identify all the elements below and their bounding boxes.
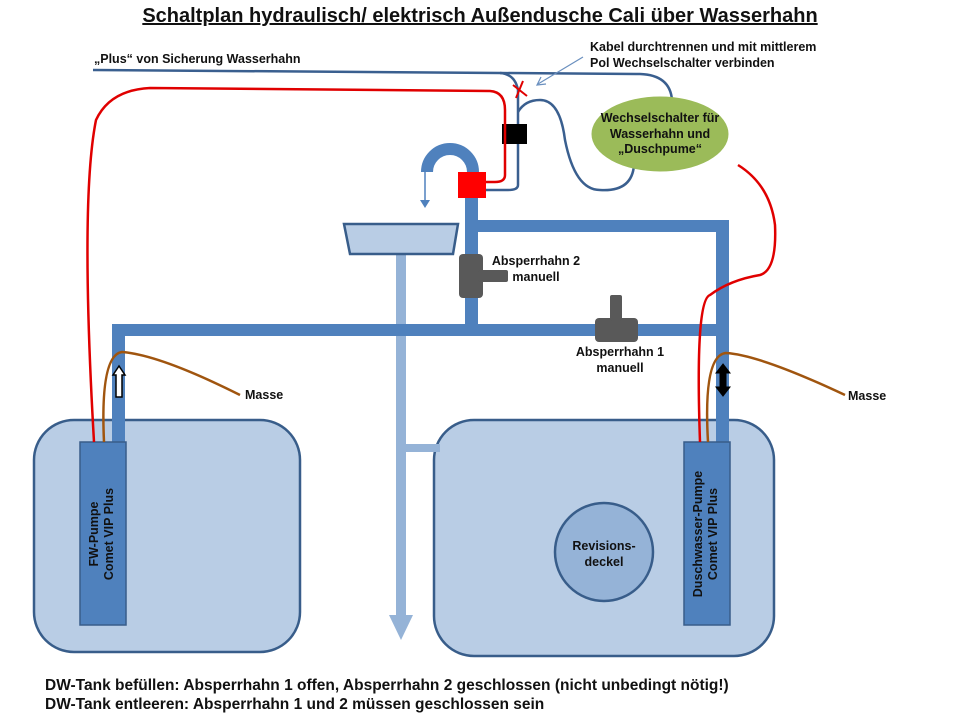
water-flow-arrow <box>420 172 430 208</box>
inspection-cover-label-line2: deckel <box>584 555 624 569</box>
valve2-label-line1: Absperrhahn 2 <box>491 254 581 268</box>
cable-note: Kabel durchtrennen und mit mittlerem Pol… <box>590 40 816 71</box>
plus-wire-red <box>86 86 777 443</box>
inspection-cover <box>553 501 655 603</box>
fresh-water-pump-label-line2: Comet VIP Plus <box>102 487 116 581</box>
changeover-switch[interactable] <box>591 96 729 172</box>
cable-note-line2: Pol Wechselschalter verbinden <box>590 55 775 70</box>
flow-up-arrow-icon <box>111 364 127 398</box>
shower-water-pump-label-line2: Comet VIP Plus <box>706 487 720 581</box>
note-fill: DW-Tank befüllen: Absperrhahn 1 offen, A… <box>45 677 729 694</box>
ground-label-right: Masse <box>848 389 887 403</box>
shower-water-pump-label: Duschwasser-Pumpe Comet VIP Plus <box>691 444 723 624</box>
fresh-water-tank <box>32 418 302 654</box>
switch-label: Wechselschalter für Wasserhahn und „Dusc… <box>592 111 728 158</box>
fresh-water-pump-label-line1: FW-Pumpe <box>87 501 101 567</box>
shower-water-pump-label-line1: Duschwasser-Pumpe <box>691 470 705 598</box>
valve1-label-line2: manuell <box>596 360 644 375</box>
plus-source-label: „Plus“ von Sicherung Wasserhahn <box>94 52 301 66</box>
page-title: Schaltplan hydraulisch/ elektrisch Außen… <box>142 5 818 27</box>
ground-wire <box>102 350 846 443</box>
pipe-network <box>112 143 729 444</box>
inspection-cover-label: Revisions- deckel <box>555 538 653 570</box>
valve1-label: Absperrhahn 1 manuell <box>570 345 670 376</box>
annotation-arrow <box>535 56 584 86</box>
switch-label-line3: „Duschpume“ <box>617 142 703 156</box>
shutoff-valve-2 <box>459 254 508 298</box>
fresh-water-pump <box>79 441 127 626</box>
cut-marker-icon <box>512 80 528 99</box>
valve2-label-line2: manuell <box>512 269 560 284</box>
ground-label-left: Masse <box>245 388 284 402</box>
cable-note-line1: Kabel durchtrennen und mit mittlerem <box>590 40 817 54</box>
switch-label-line2: Wasserhahn und <box>609 126 711 141</box>
sink-basin <box>342 222 460 256</box>
flow-bidirectional-arrow-icon <box>714 363 732 397</box>
valve2-label: Absperrhahn 2 manuell <box>486 254 586 285</box>
solenoid-valve <box>458 172 486 198</box>
switch-label-line1: Wechselschalter für <box>600 111 720 125</box>
fresh-water-pump-label: FW-Pumpe Comet VIP Plus <box>87 444 119 624</box>
valve1-label-line1: Absperrhahn 1 <box>575 345 665 359</box>
shower-water-pump <box>683 441 731 626</box>
inspection-cover-label-line1: Revisions- <box>572 539 636 553</box>
shutoff-valve-1 <box>595 295 638 342</box>
note-empty: DW-Tank entleeren: Absperrhahn 1 und 2 m… <box>45 696 545 713</box>
connector-block <box>502 124 527 144</box>
drain-pipe <box>389 255 440 640</box>
